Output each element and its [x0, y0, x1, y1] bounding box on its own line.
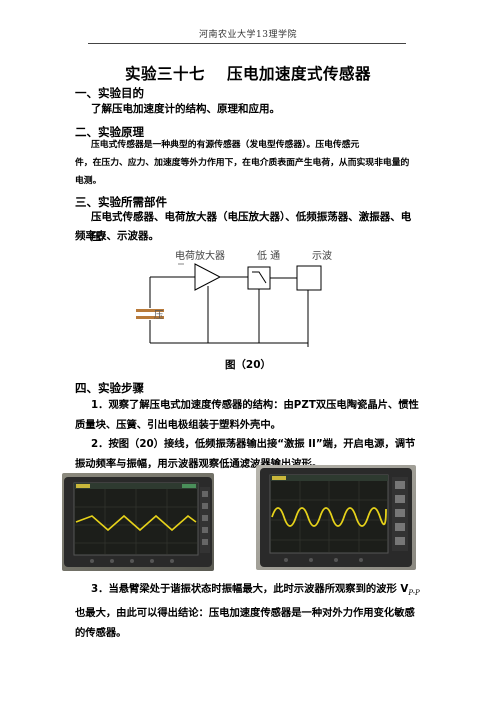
- sensor-plate-bottom: [136, 316, 164, 319]
- parts-line-1: 压电式传感器、电荷放大器（电压放大器）、低频振荡器、激振器、电压/: [91, 211, 412, 243]
- step-3-vpp-subscript: P-P: [408, 589, 420, 598]
- title-number: 实验三十七: [124, 65, 205, 83]
- sensor-plate-top: [136, 309, 164, 312]
- label-sensor: 压: [154, 310, 164, 321]
- heading-purpose: 一、实验目的: [75, 86, 144, 100]
- principle-line-2: 件，在压力、应力、加速度等外力作用下，在电介质表面产生电荷，从而实现非电量的: [75, 158, 410, 168]
- oscilloscope-photo-right: [256, 465, 416, 570]
- oscilloscope-right-graphic: [256, 465, 416, 570]
- oscilloscope-left-graphic: [62, 473, 214, 571]
- step-1: 1．观察了解压电式加速度传感器的结构：由PZT双压电陶瓷晶片、惯性质量块、压簧、…: [75, 399, 419, 431]
- parts-line-2: 频率表、示波器。: [75, 230, 159, 242]
- page-header: 河南农业大学13理学院: [199, 30, 297, 40]
- label-lowpass: 低 通: [257, 249, 280, 262]
- circuit-diagram: 电荷放大器 低 通 示波 压: [136, 249, 332, 347]
- label-charge-amp: 电荷放大器: [175, 249, 225, 262]
- header-rule: [88, 43, 406, 44]
- heading-steps: 四、实验步骤: [75, 381, 144, 395]
- lowpass-filter-box: [247, 266, 271, 290]
- step-3-text-before: 3．当悬臂梁处于谐振状态时振幅最大，此时示波器所观察到的波形 V: [91, 583, 409, 595]
- oscilloscope-photo-left: [62, 473, 214, 571]
- waveform-left: [75, 514, 197, 532]
- figure-caption: 图（20）: [224, 359, 272, 371]
- label-scope: 示波: [312, 249, 332, 262]
- heading-parts: 三、实验所需部件: [75, 195, 167, 209]
- lowpass-curve: [252, 271, 267, 284]
- step-3-text-after: 也最大，由此可以得出结论：压电加速度传感器是一种对外力作用变化敏感的传感器。: [75, 606, 415, 639]
- page-title: 实验三十七 压电加速度式传感器: [0, 62, 496, 84]
- purpose-text: 了解压电加速度计的结构、原理和应用。: [91, 103, 280, 115]
- step-3: 3．当悬臂梁处于谐振状态时振幅最大，此时示波器所观察到的波形 VP-P 也最大，由…: [75, 580, 425, 643]
- waveform-right: [271, 507, 387, 527]
- principle-line-3: 电测。: [75, 176, 102, 186]
- oscilloscope-box: [296, 265, 322, 291]
- principle-line-1: 压电式传感器是一种典型的有源传感器（发电型传感器）。压电传感元: [91, 140, 360, 150]
- heading-principle: 二、实验原理: [75, 125, 144, 139]
- title-name: 压电加速度式传感器: [227, 65, 372, 83]
